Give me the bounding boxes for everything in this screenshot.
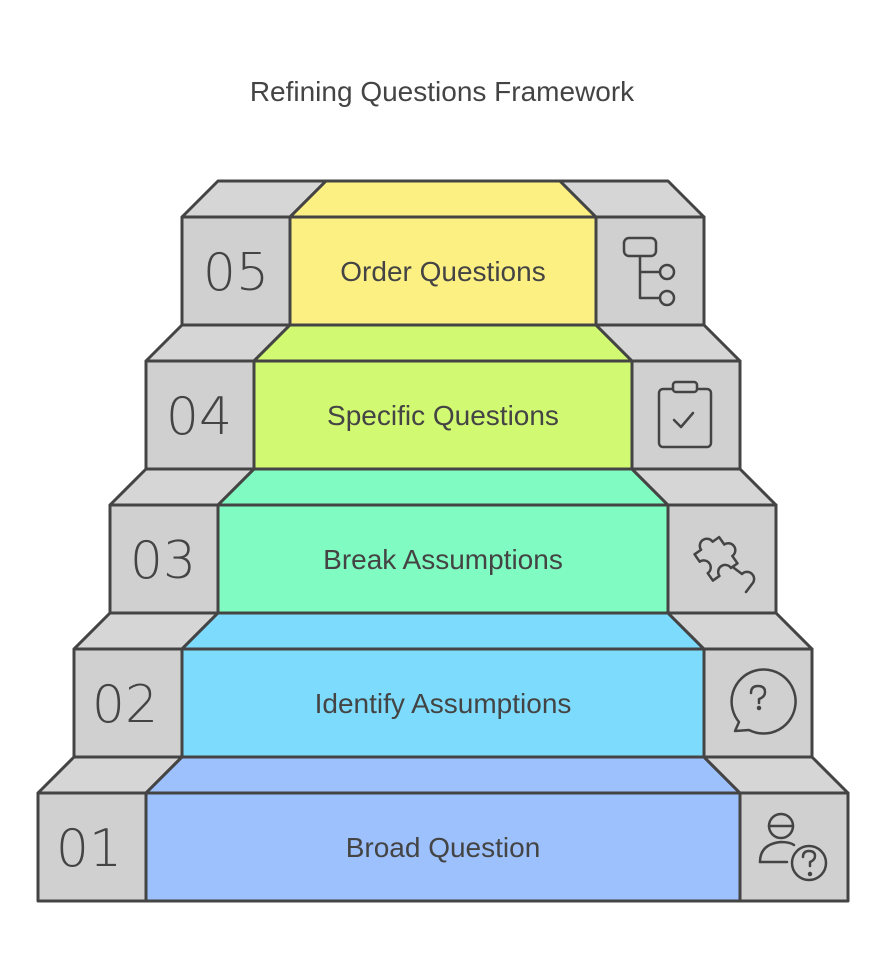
step-02-number: 02 [92, 675, 158, 735]
step-03-center-top [216, 467, 670, 507]
clipboard-check-icon [657, 380, 713, 449]
step-03: 03 Break Assumptions [108, 467, 778, 615]
step-05-number: 05 [203, 243, 269, 303]
step-02-label-panel [180, 647, 706, 759]
step-05-center-top [288, 179, 598, 219]
step-03-number-box [108, 503, 220, 615]
person-question-icon [758, 812, 828, 882]
diagram-title: Refining Questions Framework [250, 76, 635, 107]
step-01-icon-box [738, 791, 850, 903]
step-05-number-box [180, 215, 292, 327]
puzzle-piece-icon [693, 535, 756, 594]
step-01-label-panel [144, 791, 742, 903]
step-03-number: 03 [130, 531, 196, 591]
step-02-label: Identify Assumptions [315, 688, 572, 719]
speech-bubble-question-icon [730, 668, 797, 735]
step-04-label: Specific Questions [327, 400, 559, 431]
step-01-center-top [144, 755, 742, 795]
step-03-icon-box [666, 503, 778, 615]
step-04: 04 Specific Questions [144, 323, 742, 471]
step-01-number: 01 [56, 819, 122, 879]
step-02: 02 Identify Assumptions [72, 611, 814, 759]
step-04-number: 04 [166, 387, 232, 447]
step-03-label: Break Assumptions [323, 544, 563, 575]
step-01: 01 Broad Question [36, 755, 850, 903]
step-04-label-panel [252, 359, 634, 471]
step-01-number-box [36, 791, 148, 903]
step-01-label: Broad Question [346, 832, 541, 863]
step-05-label: Order Questions [340, 256, 545, 287]
step-04-number-box [144, 359, 256, 471]
hierarchy-icon [622, 236, 676, 307]
step-05: 05 Order Questions [180, 179, 706, 327]
step-04-icon-box [630, 359, 742, 471]
step-02-center-top [180, 611, 706, 651]
step-04-center-top [252, 323, 634, 363]
